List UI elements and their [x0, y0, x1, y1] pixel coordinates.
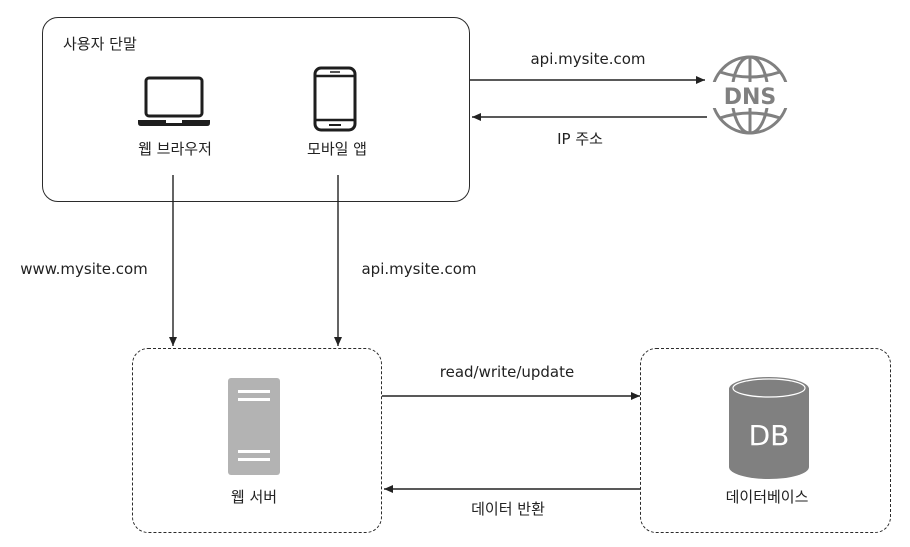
web-browser-label: 웹 브라우저	[138, 140, 212, 158]
dns-globe-icon: DNS	[708, 55, 792, 135]
user-terminal-box	[42, 17, 470, 202]
dns-request-label: api.mysite.com	[530, 50, 646, 68]
browser-url-label: www.mysite.com	[20, 260, 148, 278]
mobile-app-label: 모바일 앱	[307, 140, 367, 158]
db-icon-text: DB	[749, 419, 790, 452]
web-server-label: 웹 서버	[230, 488, 278, 506]
data-return-label: 데이터 반환	[471, 500, 545, 518]
database-box	[640, 348, 891, 533]
dns-icon-text: DNS	[724, 85, 777, 110]
database-icon: DB	[729, 377, 809, 479]
database-label: 데이터베이스	[725, 488, 809, 506]
read-write-update-label: read/write/update	[439, 363, 575, 381]
mobile-phone-icon	[313, 66, 357, 132]
mobile-url-label: api.mysite.com	[361, 260, 477, 278]
web-server-box	[132, 348, 382, 533]
dns-response-label: IP 주소	[557, 130, 603, 148]
laptop-icon	[138, 76, 210, 126]
server-icon	[228, 378, 280, 475]
user-terminal-title: 사용자 단말	[63, 35, 137, 53]
